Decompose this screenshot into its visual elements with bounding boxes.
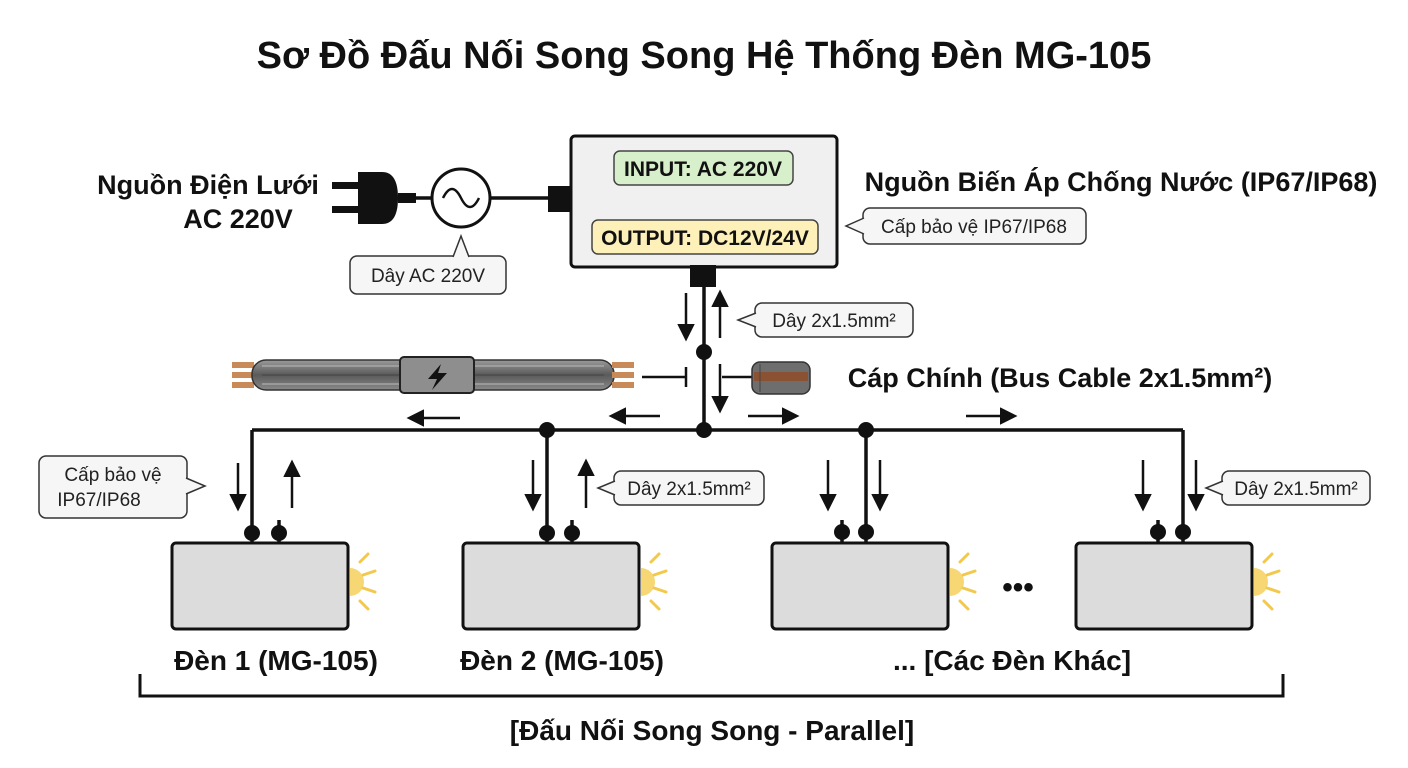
branch-lamp-4 bbox=[1134, 430, 1205, 543]
transformer-title: Nguồn Biến Áp Chống Nước (IP67/IP68) bbox=[865, 166, 1378, 197]
main-wire-label: Dây 2x1.5mm² bbox=[772, 311, 896, 332]
ellipsis: ••• bbox=[1002, 571, 1034, 604]
branch-lamp-2 bbox=[524, 430, 595, 543]
branch-lamp-1 bbox=[229, 430, 301, 543]
branch-wire-label-1: Dây 2x1.5mm² bbox=[627, 479, 751, 500]
source-label-line1: Nguồn Điện Lưới bbox=[97, 170, 319, 200]
transformer-box: INPUT: AC 220V OUTPUT: DC12V/24V bbox=[548, 134, 839, 287]
footer-label: [Đấu Nối Song Song - Parallel] bbox=[510, 715, 914, 746]
bus-cable-label: Cáp Chính (Bus Cable 2x1.5mm²) bbox=[848, 363, 1273, 393]
output-badge bbox=[591, 219, 819, 255]
lamp-protection-line1: Cấp bảo vệ bbox=[64, 465, 161, 486]
input-label: INPUT: AC 220V bbox=[624, 158, 782, 181]
main-wire-callout: Dây 2x1.5mm² bbox=[735, 302, 914, 338]
parallel-bracket bbox=[138, 674, 1285, 698]
branch-wire-label-2: Dây 2x1.5mm² bbox=[1234, 479, 1358, 500]
lamp-3 bbox=[770, 541, 977, 631]
junction-dot bbox=[696, 422, 712, 438]
other-lamps-label: ... [Các Đèn Khác] bbox=[893, 645, 1131, 676]
light-rays-icon bbox=[1254, 552, 1281, 611]
bus-cable-illustration bbox=[232, 356, 688, 394]
page-title: Sơ Đồ Đấu Nối Song Song Hệ Thống Đèn MG-… bbox=[257, 35, 1152, 77]
light-rays-icon bbox=[641, 552, 668, 611]
lamp-4 bbox=[1074, 541, 1281, 631]
lamp-protection-line2: IP67/IP68 bbox=[57, 490, 140, 511]
lamp-1 bbox=[170, 541, 377, 631]
lamp-2 bbox=[461, 541, 668, 631]
bus-cable-cross-section bbox=[722, 361, 811, 395]
branch-wire-callout-1: Dây 2x1.5mm² bbox=[596, 470, 765, 506]
transformer-protection-label: Cấp bảo vệ IP67/IP68 bbox=[881, 217, 1067, 238]
junction-dot bbox=[696, 344, 712, 360]
lamp-2-label: Đèn 2 (MG-105) bbox=[460, 645, 664, 676]
transformer-protection-callout: Cấp bảo vệ IP67/IP68 bbox=[844, 207, 1087, 245]
light-rays-icon bbox=[350, 552, 377, 611]
input-badge bbox=[613, 150, 794, 186]
branch-lamp-3 bbox=[819, 430, 889, 543]
lightning-icon bbox=[428, 364, 447, 390]
output-label: OUTPUT: DC12V/24V bbox=[601, 227, 809, 250]
ac-sine-icon bbox=[430, 167, 492, 229]
ac-wire-label: Dây AC 220V bbox=[371, 266, 485, 287]
ac-wire-callout: Dây AC 220V bbox=[349, 233, 507, 295]
lamp-1-label: Đèn 1 (MG-105) bbox=[174, 645, 378, 676]
plug-icon bbox=[332, 172, 416, 224]
lamp-protection-callout: Cấp bảo vệ IP67/IP68 bbox=[38, 455, 207, 519]
branch-wire-callout-2: Dây 2x1.5mm² bbox=[1204, 470, 1371, 506]
light-rays-icon bbox=[950, 552, 977, 611]
source-label-line2: AC 220V bbox=[183, 204, 293, 234]
